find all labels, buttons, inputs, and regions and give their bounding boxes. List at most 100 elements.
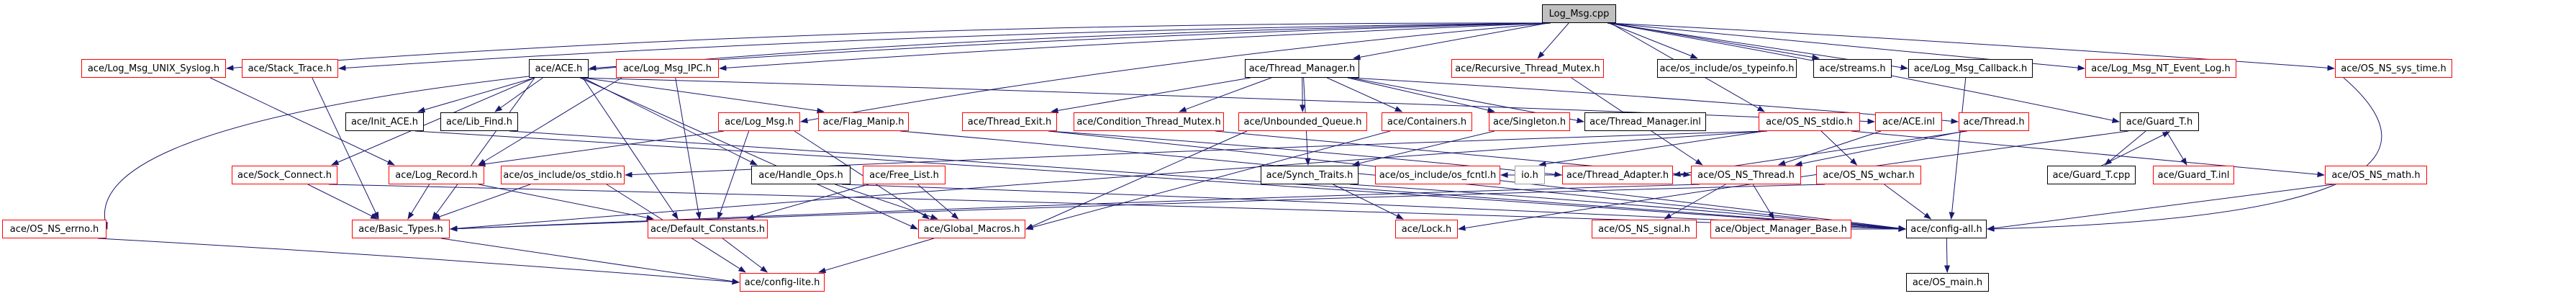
edge-containers-to-global_macros [1025, 130, 1391, 230]
node-thread-adapter[interactable]: ace/Thread_Adapter.h [1562, 166, 1673, 184]
edge-root-to-recursive_thread_mutex [1537, 22, 1569, 59]
node-lock-h[interactable]: ace/Lock.h [1395, 220, 1458, 238]
node-lib-find[interactable]: ace/Lib_Find.h [440, 112, 518, 131]
edge-stack_trace-to-basic_types [312, 77, 379, 220]
node-thread-manager-inl[interactable]: ace/Thread_Manager.inl [1584, 112, 1706, 131]
edge-os_ns_stdio-to-os_ns_wchar [1820, 130, 1858, 166]
node-containers[interactable]: ace/Containers.h [1382, 112, 1472, 131]
node-config-all[interactable]: ace/config-all.h [1906, 220, 1987, 238]
edge-root-to-stack_trace [338, 22, 1551, 71]
edge-thread_manager-to-unbounded_queue [1300, 77, 1306, 112]
edge-log_record-to-default_constants [478, 184, 655, 221]
node-singleton[interactable]: ace/Singleton.h [1489, 112, 1570, 131]
node-log-msg-ipc[interactable]: ace/Log_Msg_IPC.h [616, 59, 719, 78]
node-object-manager-base[interactable]: ace/Object_Manager_Base.h [1710, 220, 1851, 238]
node-log-msg-unix-syslog[interactable]: ace/Log_Msg_UNIX_Syslog.h [81, 59, 226, 78]
node-recursive-thread-mutex[interactable]: ace/Recursive_Thread_Mutex.h [1451, 59, 1604, 78]
node-os-typeinfo[interactable]: ace/os_include/os_typeinfo.h [1657, 59, 1797, 78]
edge-os_ns_stdio-to-basic_types [450, 130, 1768, 232]
node-os-ns-math[interactable]: ace/OS_NS_math.h [2325, 166, 2427, 184]
node-thread-h[interactable]: ace/Thread.h [1959, 112, 2029, 131]
edge-ace-to-default_constants [582, 77, 679, 220]
edge-thread_manager-to-containers [1326, 77, 1403, 112]
edge-basic_types-to-config_lite [440, 238, 740, 284]
node-guard-t-inl[interactable]: ace/Guard_T.inl [2153, 166, 2234, 184]
edge-root-to-thread_manager [1353, 22, 1548, 60]
node-init-ace[interactable]: ace/Init_ACE.h [345, 112, 424, 131]
edge-lib_find-to-config_all [509, 130, 1906, 232]
node-log-msg-callback[interactable]: ace/Log_Msg_Callback.h [1908, 59, 2033, 78]
edge-log_msg_callback-to-config_all [1949, 77, 1967, 220]
edge-root-to-os_ns_errno [102, 22, 1551, 230]
edge-thread_manager-to-singleton [1347, 77, 1495, 113]
node-default-constants[interactable]: ace/Default_Constants.h [648, 220, 768, 238]
node-global-macros[interactable]: ace/Global_Macros.h [918, 220, 1025, 238]
node-log-record[interactable]: ace/Log_Record.h [389, 166, 484, 184]
node-flag-manip[interactable]: ace/Flag_Manip.h [818, 112, 909, 131]
edge-thread_manager-to-condition_thread_mutex [1179, 77, 1272, 112]
edge-os_ns_math-to-config_all [1987, 184, 2334, 231]
node-unbounded-queue[interactable]: ace/Unbounded_Queue.h [1238, 112, 1367, 131]
node-thread-manager[interactable]: ace/Thread_Manager.h [1245, 59, 1359, 78]
node-condition-thread-mutex[interactable]: ace/Condition_Thread_Mutex.h [1074, 112, 1224, 131]
edge-default_constants-to-config_lite [722, 238, 768, 273]
node-synch-traits[interactable]: ace/Synch_Traits.h [1261, 166, 1359, 184]
edge-unbounded_queue-to-global_macros [1025, 130, 1248, 230]
edge-ace-to-basic_types [432, 77, 535, 220]
edge-root-to-os_typeinfo [1608, 22, 1698, 59]
edge-guard_t-to-guard_t_inl [2166, 130, 2187, 166]
edge-ace_inl-to-os_ns_thread [1777, 130, 1882, 166]
node-config-lite[interactable]: ace/config-lite.h [740, 273, 825, 292]
edge-log_msg-to-default_constants [717, 130, 750, 220]
edge-log_msg-to-global_macros [794, 130, 930, 220]
edge-group [97, 22, 2382, 285]
edge-root-to-log_msg_ipc [719, 22, 1551, 71]
edge-os_ns_thread-to-os_ns_signal [1664, 184, 1726, 220]
edge-singleton-to-synch_traits [1352, 130, 1495, 166]
node-free-list[interactable]: ace/Free_List.h [863, 166, 945, 184]
edge-log_msg-to-log_record [478, 130, 725, 167]
node-os-main[interactable]: ace/OS_main.h [1906, 273, 1989, 292]
node-guard-t-cpp[interactable]: ace/Guard_T.cpp [2047, 166, 2136, 184]
node-os-ns-errno[interactable]: ace/OS_NS_errno.h [2, 220, 106, 238]
edge-root-to-log_msg [800, 22, 1551, 124]
edge-os_ns_thread-to-basic_types [450, 184, 1700, 232]
node-stack-trace[interactable]: ace/Stack_Trace.h [242, 59, 338, 78]
node-os-ns-sys-time[interactable]: ace/OS_NS_sys_time.h [2335, 59, 2452, 78]
edge-thread_h-to-os_ns_thread [1795, 130, 1965, 167]
edge-log_msg_unix_syslog-to-log_record [209, 77, 395, 166]
edge-thread_manager-to-thread_exit [1051, 77, 1251, 114]
node-streams[interactable]: ace/streams.h [1813, 59, 1892, 78]
node-os-include-os-fcntl[interactable]: ace/os_include/os_fcntl.h [1375, 166, 1500, 184]
edge-log_msg_ipc-to-default_constants [675, 77, 702, 220]
edge-os_ns_errno-to-config_lite [97, 238, 740, 285]
node-ace[interactable]: ace/ACE.h [529, 59, 589, 78]
node-guard-t[interactable]: ace/Guard_T.h [2120, 112, 2199, 131]
edge-global_macros-to-config_lite [818, 238, 934, 274]
edge-os_ns_stdio-to-io_h [1538, 130, 1765, 167]
node-io-h: io.h [1515, 166, 1545, 184]
edge-sock_connect-to-basic_types [307, 184, 378, 220]
edge-os_ns_stdio-to-os_ns_math [1851, 130, 2325, 178]
node-os-include-os-stdio[interactable]: ace/os_include/os_stdio.h [501, 166, 625, 184]
edge-guard_t_cpp-to-guard_t [2101, 131, 2170, 166]
node-log-msg[interactable]: ace/Log_Msg.h [718, 112, 800, 131]
edge-os_ns_thread-to-object_manager_base [1752, 184, 1774, 220]
node-thread-exit[interactable]: ace/Thread_Exit.h [962, 112, 1057, 131]
node-ace-inl[interactable]: ace/ACE.inl [1875, 112, 1942, 131]
edge-guard_t-to-guard_t_cpp [2104, 130, 2146, 166]
node-os-ns-wchar[interactable]: ace/OS_NS_wchar.h [1816, 166, 1921, 184]
node-os-ns-signal[interactable]: ace/OS_NS_signal.h [1592, 220, 1697, 238]
node-os-ns-stdio[interactable]: ace/OS_NS_stdio.h [1759, 112, 1860, 131]
node-basic-types[interactable]: ace/Basic_Types.h [352, 220, 450, 238]
edge-log_msg_ipc-to-log_record [478, 77, 622, 166]
edge-synch_traits-to-lock_h [1333, 184, 1404, 220]
edge-os_ns_wchar-to-config_all [1884, 184, 1932, 220]
node-log-msg-nt-event-log[interactable]: ace/Log_Msg_NT_Event_Log.h [2085, 59, 2236, 78]
node-sock-connect[interactable]: ace/Sock_Connect.h [232, 166, 337, 184]
node-handle-ops[interactable]: ace/Handle_Ops.h [751, 166, 851, 184]
edge-ace-to-lib_find [494, 77, 543, 112]
node-os-ns-thread[interactable]: ace/OS_NS_Thread.h [1691, 166, 1801, 184]
